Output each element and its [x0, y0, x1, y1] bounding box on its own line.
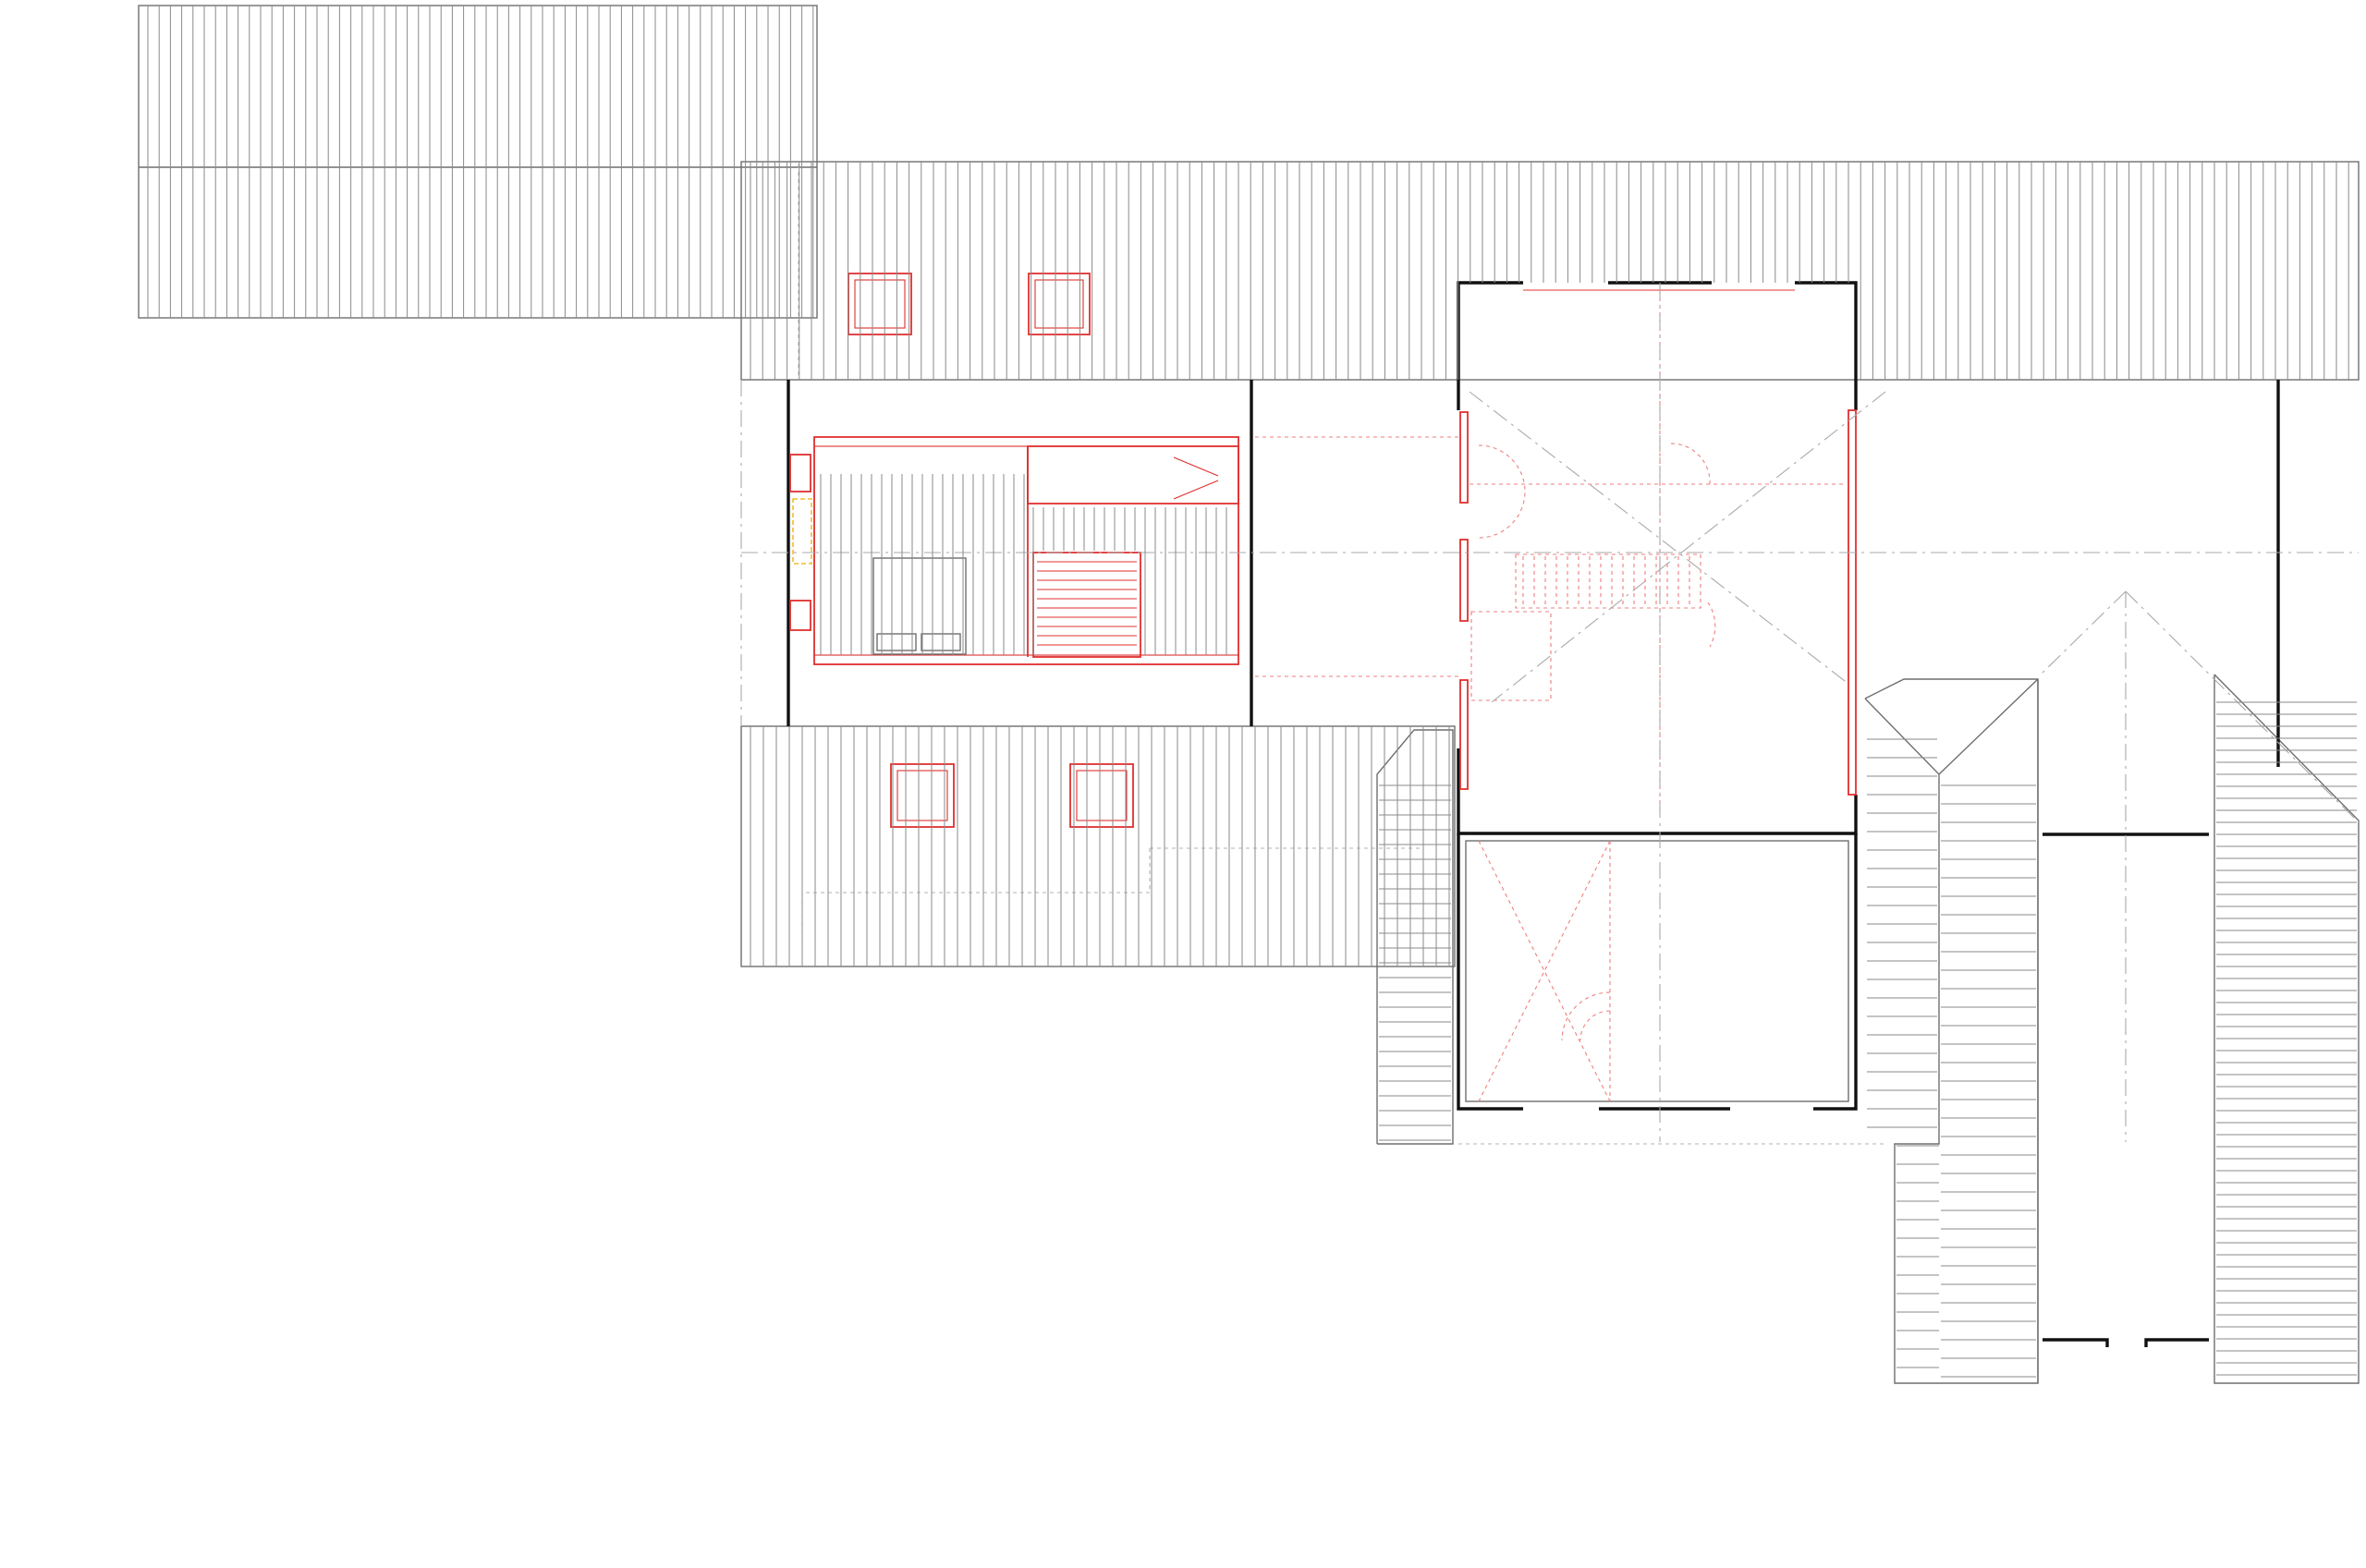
roof-seam-area-lower-left	[740, 725, 1456, 967]
skylight-group	[848, 273, 1134, 828]
roof-hatch-area-far-right	[1938, 674, 2360, 1384]
roof-seam-area-upper-left	[138, 5, 818, 319]
roof-hatching	[147, 6, 2357, 1378]
roof-hatch-area-right-wing	[1864, 678, 2039, 1384]
hidden-dashed-lines	[740, 164, 2360, 1145]
new-work-central-room	[1459, 289, 1857, 796]
roof-seam-area-top-band	[740, 161, 2360, 381]
roof-hatch-area-column-1	[1376, 729, 1454, 1145]
structural-walls	[787, 281, 2280, 1347]
